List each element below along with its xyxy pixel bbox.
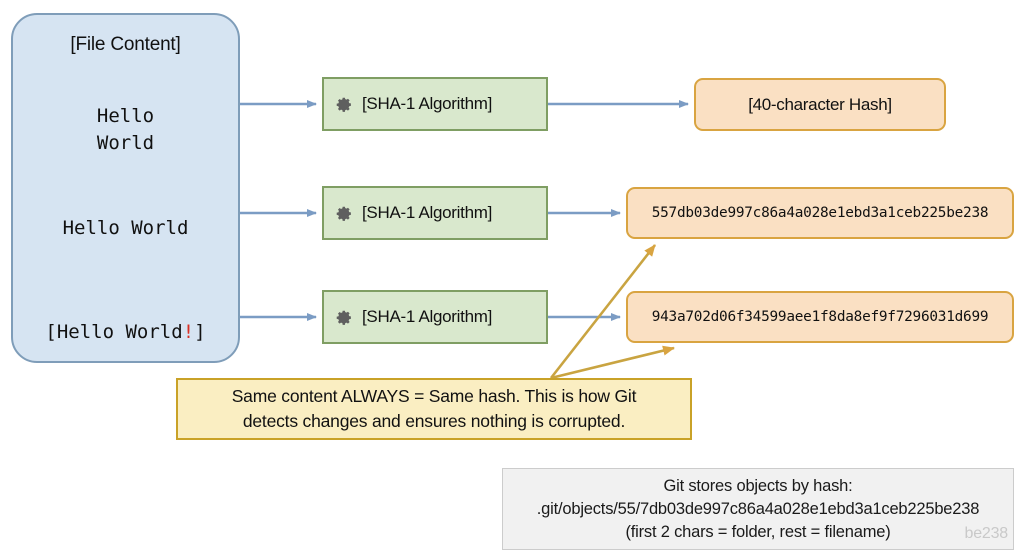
file-content-line-2: Hello World bbox=[62, 217, 189, 239]
panel-title: [File Content] bbox=[70, 34, 181, 55]
file-content-panel: [File Content] Hello World Hello World [… bbox=[11, 13, 240, 363]
file-content-line-1a: Hello bbox=[96, 105, 155, 127]
gear-icon bbox=[336, 206, 351, 221]
sha1-process-box-1: [SHA-1 Algorithm] bbox=[322, 77, 548, 131]
file-content-line-3: [Hello World!] bbox=[13, 319, 238, 346]
footer-note-line-2: .git/objects/55/7db03de997c86a4a028e1ebd… bbox=[536, 499, 980, 518]
edge-callout-to-hash-2 bbox=[550, 345, 675, 380]
callout-note: Same content ALWAYS = Same hash. This is… bbox=[176, 378, 692, 440]
sha1-process-label-3: [SHA-1 Algorithm] bbox=[362, 307, 493, 326]
file-content-line-1b: World bbox=[96, 132, 155, 154]
sha1-process-label-2: [SHA-1 Algorithm] bbox=[362, 203, 493, 222]
output-box-hash-1: 557db03de997c86a4a028e1ebd3a1ceb225be238 bbox=[626, 187, 1014, 239]
output-box-hash-2: 943a702d06f34599aee1f8da8ef9f7296031d699 bbox=[626, 291, 1014, 343]
footer-note: Git stores objects by hash: .git/objects… bbox=[502, 468, 1014, 550]
exclamation-accent: ! bbox=[182, 321, 195, 343]
sha1-process-box-2: [SHA-1 Algorithm] bbox=[322, 186, 548, 240]
file-content-line-3-suffix: ] bbox=[194, 321, 206, 343]
gear-icon bbox=[336, 97, 351, 112]
footer-note-line-3: (first 2 chars = folder, rest = filename… bbox=[625, 522, 891, 541]
sha1-process-label-1: [SHA-1 Algorithm] bbox=[362, 94, 493, 113]
footer-note-line-1: Git stores objects by hash: bbox=[663, 476, 853, 495]
file-content-line-1: Hello World bbox=[13, 103, 238, 157]
file-content-line-3-prefix: [Hello World bbox=[45, 321, 183, 343]
gear-icon bbox=[336, 310, 351, 325]
callout-note-line-2: detects changes and ensures nothing is c… bbox=[242, 411, 626, 431]
callout-note-line-1: Same content ALWAYS = Same hash. This is… bbox=[231, 386, 637, 406]
sha1-process-box-3: [SHA-1 Algorithm] bbox=[322, 290, 548, 344]
output-box-generic-hash: [40-character Hash] bbox=[694, 78, 946, 131]
